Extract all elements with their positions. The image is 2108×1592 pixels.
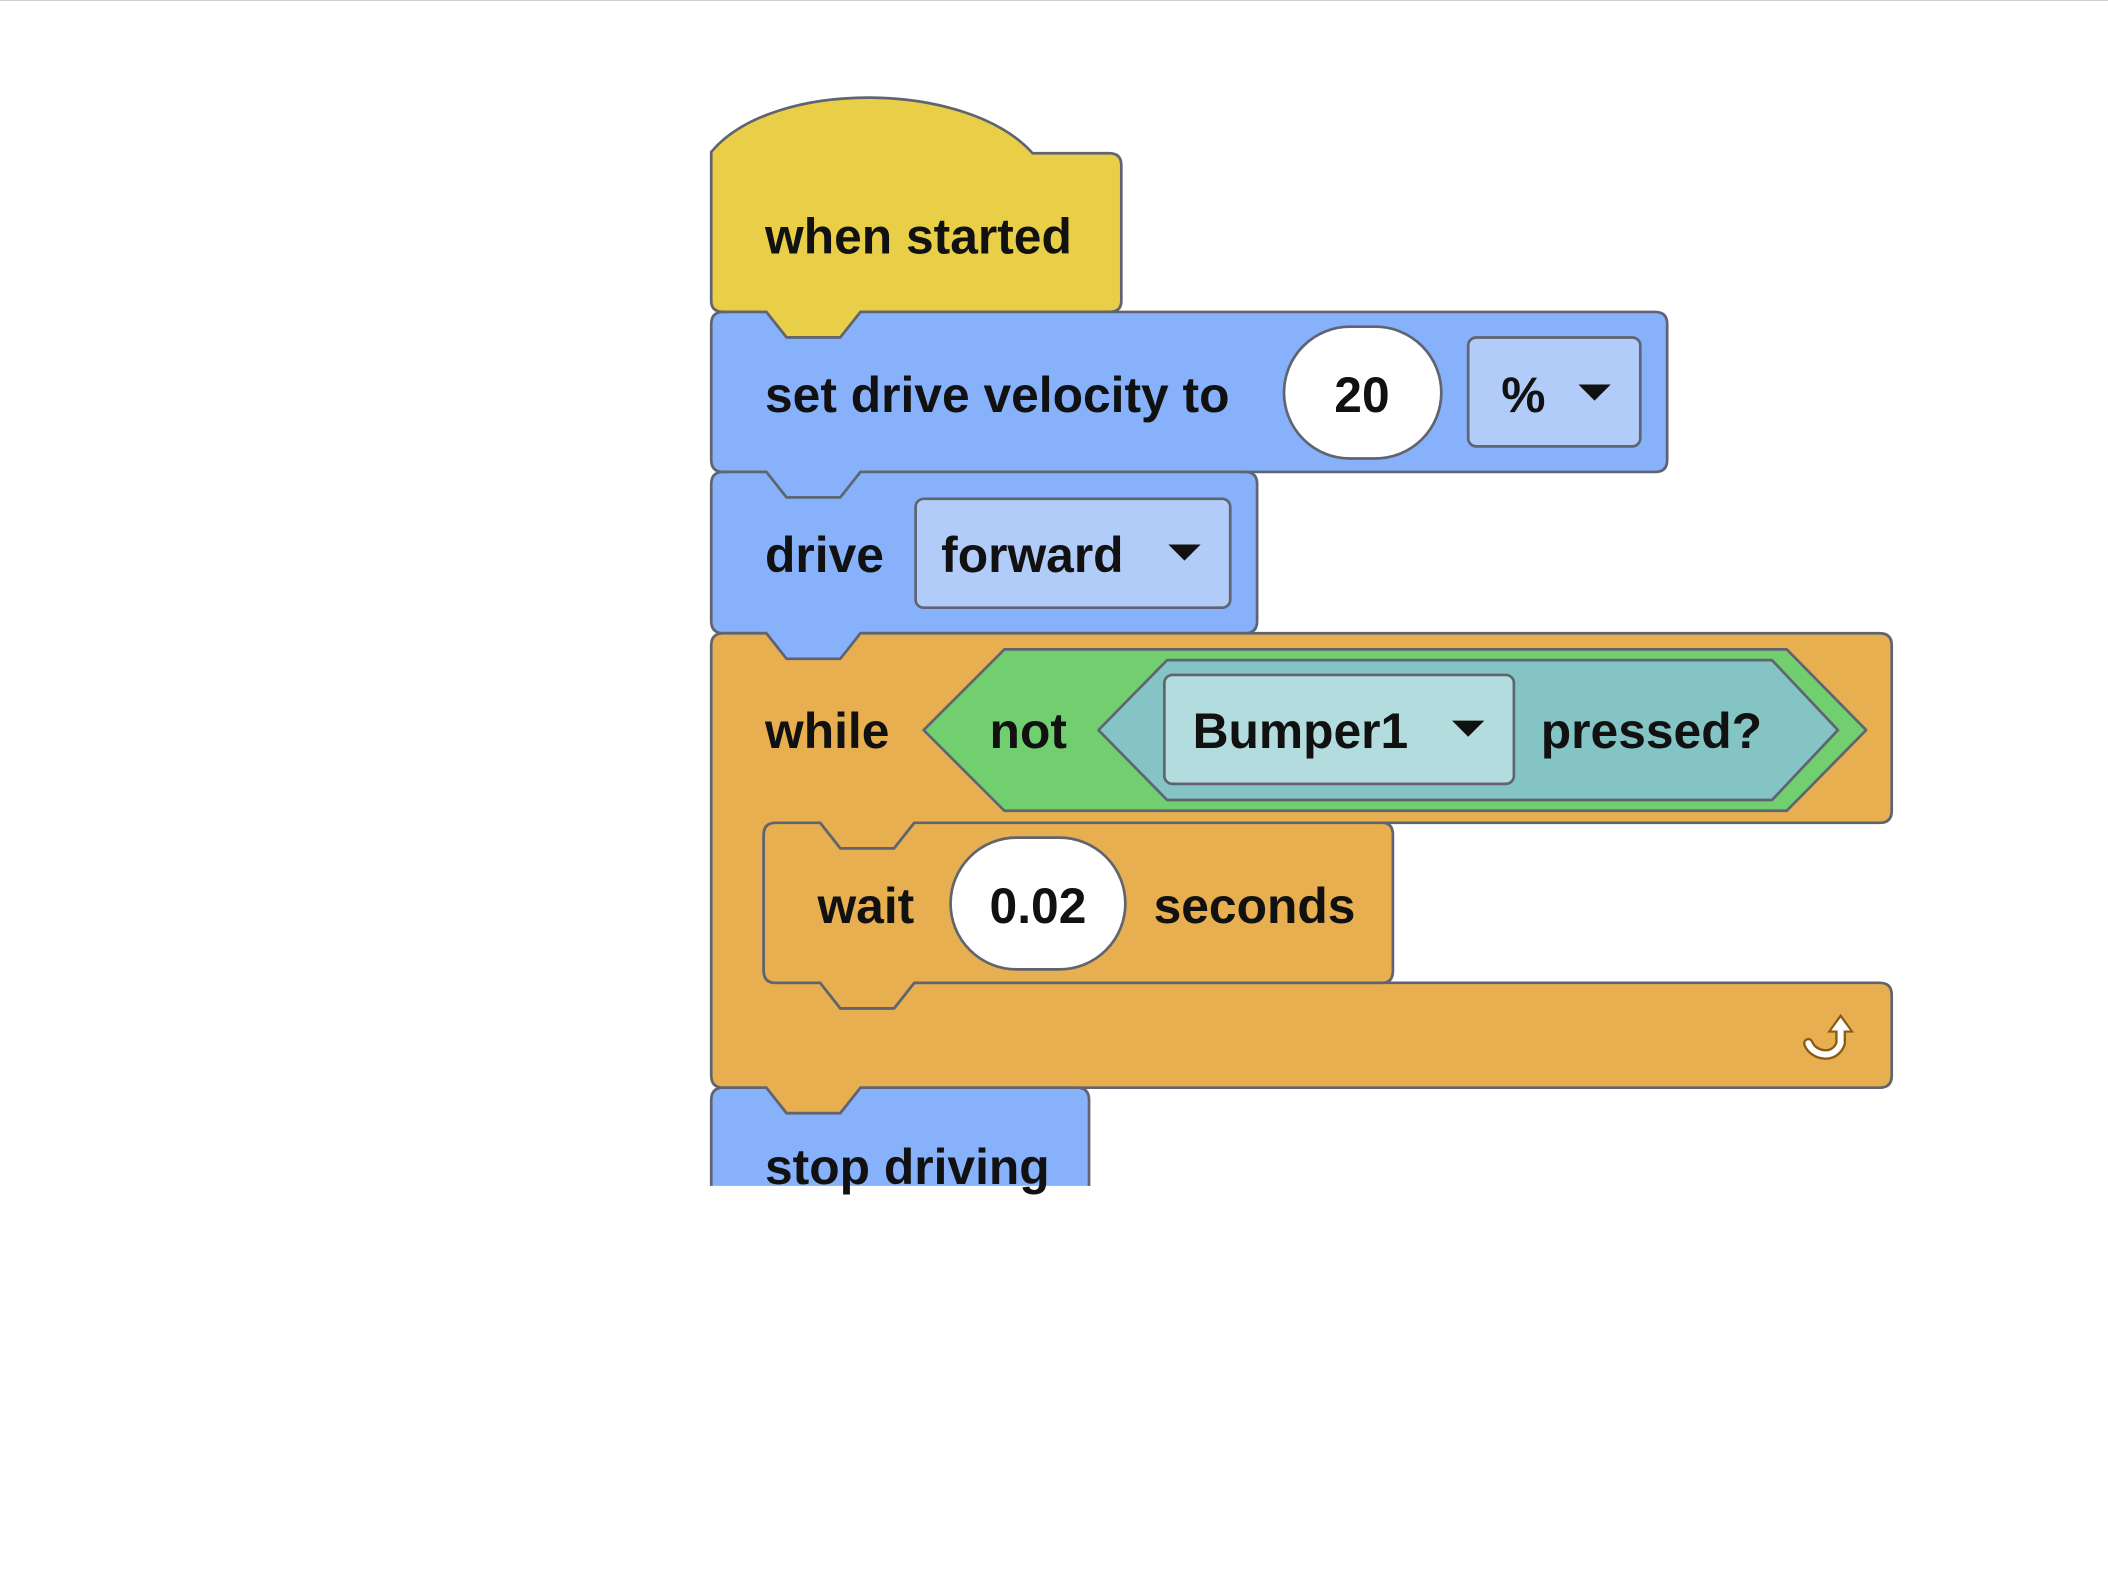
caret-down-icon — [1452, 720, 1485, 737]
bumper-sensor-label: Bumper1 — [1192, 703, 1409, 759]
velocity-unit-label: % — [1501, 367, 1546, 423]
drive-direction-dropdown[interactable] — [914, 497, 1232, 610]
wait-value[interactable]: 0.02 — [989, 878, 1087, 934]
caret-down-icon — [1168, 544, 1201, 561]
pressed-label: pressed? — [1540, 703, 1762, 759]
not-label: not — [989, 703, 1067, 759]
wait-input[interactable] — [949, 836, 1127, 971]
velocity-input[interactable] — [1282, 325, 1443, 460]
velocity-value[interactable]: 20 — [1334, 367, 1390, 423]
caret-down-icon — [1578, 384, 1611, 401]
when-started-label: when started — [765, 209, 1072, 265]
set-drive-velocity-label: set drive velocity to — [765, 367, 1230, 423]
stop-driving-label: stop driving — [765, 1139, 1050, 1195]
seconds-label: seconds — [1153, 878, 1356, 934]
bumper-dropdown[interactable] — [1162, 673, 1516, 786]
stop-driving-block[interactable] — [709, 1086, 1091, 1186]
while-label: while — [765, 703, 890, 759]
drive-label: drive — [765, 527, 884, 583]
block-shapes — [709, 96, 1894, 1186]
velocity-unit-dropdown[interactable] — [1466, 336, 1642, 448]
top-border — [0, 0, 2108, 1]
wait-label: wait — [817, 878, 915, 934]
drive-direction-label: forward — [941, 527, 1124, 583]
loop-arrow-icon — [1802, 1013, 1855, 1060]
